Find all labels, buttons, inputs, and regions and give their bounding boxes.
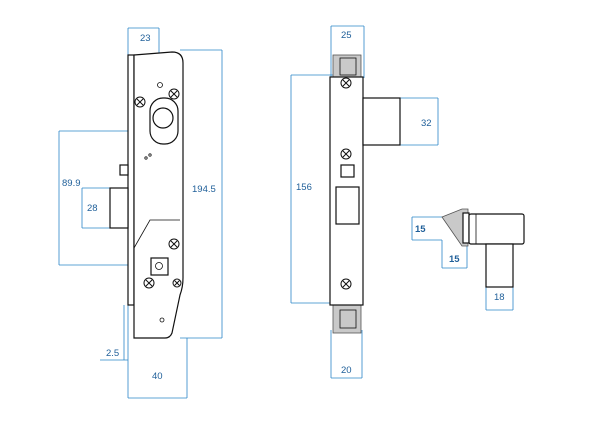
screw-icon (172, 278, 182, 288)
screw-icon (340, 148, 352, 160)
latch-slot (340, 164, 355, 178)
screw-icon (168, 88, 180, 100)
screw-icon (340, 278, 352, 290)
bolt-head (468, 213, 525, 245)
screw-icon (340, 77, 352, 89)
follower-spindle (150, 257, 169, 276)
dim-screw-spacing: 156 (296, 182, 312, 193)
cylinder-ring (152, 107, 174, 129)
faceplate-strip (127, 54, 135, 306)
bolt-stem (485, 243, 514, 288)
dim-plate-offset: 2.5 (106, 348, 119, 359)
bolt-detail-view: 15 15 18 (411, 208, 525, 311)
dim-top-width: 25 (341, 30, 352, 41)
screw-icon (134, 96, 146, 108)
dim-bottom-width: 20 (341, 365, 352, 376)
dim-bolt-projection: 32 (421, 118, 432, 129)
dim-bolt-height: 28 (87, 203, 98, 214)
projecting-bolt (362, 97, 401, 146)
faceplate-side-view: 25 32 156 20 (290, 25, 439, 379)
latch-bolt (109, 187, 129, 229)
screw-icon (143, 277, 155, 289)
screw-icon (168, 238, 180, 250)
dim-total-width: 40 (152, 371, 163, 382)
lock-body-front-view: 23 89.9 28 194.5 2.5 40 (58, 27, 223, 399)
dim-width-top: 23 (140, 33, 151, 44)
dim-stem-width: 18 (494, 292, 505, 303)
dim-backset: 89.9 (62, 178, 81, 189)
dim-total-height: 194.5 (192, 184, 216, 195)
dim-nose-width: 15 (449, 254, 460, 265)
bottom-bolt (332, 304, 362, 334)
dim-nose-height: 15 (415, 224, 426, 235)
deadbolt-stub (119, 164, 129, 176)
bolt-slot (335, 186, 360, 225)
